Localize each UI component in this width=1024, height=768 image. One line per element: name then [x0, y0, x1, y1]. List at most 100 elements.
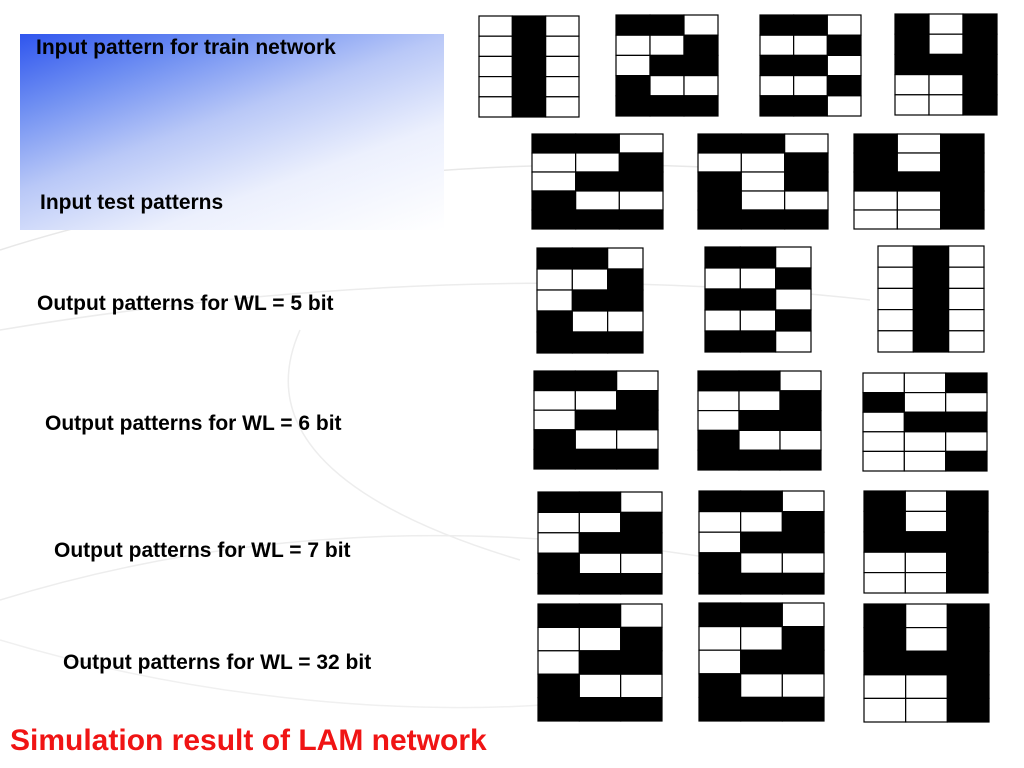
pattern-cell	[531, 152, 577, 173]
pattern-cell	[698, 602, 742, 628]
pattern-cell	[905, 627, 948, 652]
pattern-cell	[948, 287, 985, 311]
pattern-cell	[928, 94, 964, 116]
pattern-cell	[536, 310, 573, 333]
pattern-cell	[894, 73, 930, 96]
pattern-cell	[704, 288, 741, 311]
pattern-cell	[946, 531, 989, 553]
pattern-cell	[618, 209, 664, 230]
pattern-cell	[739, 267, 777, 290]
pattern-cell	[912, 308, 950, 332]
pattern-cell	[574, 429, 618, 450]
pattern-cell	[738, 429, 781, 451]
pattern-cell	[607, 331, 644, 354]
pattern-cell	[698, 649, 742, 675]
pattern-cell	[863, 697, 907, 723]
pattern-cell	[759, 14, 795, 36]
pattern-cell	[578, 650, 622, 675]
pattern-cell	[862, 431, 905, 452]
pattern-cell	[697, 429, 740, 451]
pattern-cell	[571, 310, 609, 333]
pattern-cell	[545, 35, 580, 58]
pattern-cell	[784, 152, 829, 173]
pattern-cell	[781, 626, 825, 651]
pattern-cell	[607, 268, 644, 291]
pattern-cell	[784, 133, 829, 154]
pattern-wl6-3	[862, 372, 988, 472]
pattern-cell	[536, 289, 573, 312]
pattern-cell	[781, 673, 825, 699]
pattern-cell	[607, 310, 644, 333]
pattern-cell	[759, 34, 795, 57]
pattern-cell	[903, 411, 947, 433]
pattern-cell	[511, 55, 547, 78]
pattern-cell	[784, 190, 829, 211]
pattern-cell	[537, 532, 580, 554]
pattern-cell	[578, 552, 622, 575]
pattern-cell	[877, 245, 914, 268]
pattern-cell	[698, 626, 742, 651]
pattern-cell	[620, 532, 663, 554]
pattern-cell	[853, 152, 898, 173]
pattern-cell	[948, 330, 985, 353]
pattern-cell	[894, 94, 930, 116]
pattern-cell	[759, 54, 795, 77]
pattern-cell	[793, 34, 828, 57]
pattern-wl6-1	[533, 370, 659, 470]
label-test-patterns: Input test patterns	[40, 191, 224, 214]
pattern-cell	[574, 409, 618, 431]
pattern-cell	[571, 268, 609, 291]
pattern-cell	[896, 171, 942, 192]
pattern-cell	[862, 411, 905, 433]
pattern-cell	[740, 696, 783, 722]
pattern-cell	[894, 13, 930, 35]
pattern-cell	[946, 571, 989, 594]
pattern-cell	[511, 75, 547, 98]
pattern-cell	[863, 531, 906, 553]
pattern-cell	[478, 75, 513, 98]
pattern-cell	[607, 247, 644, 270]
pattern-cell	[793, 54, 828, 77]
pattern-cell	[649, 14, 685, 36]
pattern-cell	[781, 490, 825, 513]
pattern-cell	[740, 190, 786, 211]
pattern-cell	[904, 490, 948, 512]
pattern-cell	[962, 13, 998, 35]
pattern-cell	[698, 696, 742, 722]
pattern-cell	[478, 96, 513, 118]
pattern-cell	[877, 287, 914, 311]
slide-caption: Simulation result of LAM network	[10, 724, 487, 757]
label-output-wl6: Output patterns for WL = 6 bit	[45, 412, 342, 435]
pattern-cell	[863, 650, 907, 676]
pattern-cell	[759, 74, 795, 97]
pattern-cell	[618, 171, 664, 192]
pattern-cell	[683, 95, 719, 117]
pattern-cell	[905, 674, 948, 700]
pattern-wl5-3	[877, 245, 985, 353]
pattern-cell	[578, 603, 622, 628]
pattern-cell	[894, 33, 930, 56]
pattern-cell	[537, 511, 580, 534]
pattern-cell	[537, 696, 580, 722]
pattern-cell	[704, 330, 741, 353]
pattern-cell	[946, 674, 990, 700]
pattern-cell	[826, 54, 862, 77]
pattern-cell	[962, 33, 998, 56]
pattern-cell	[793, 74, 828, 97]
pattern-cell	[616, 390, 659, 411]
pattern-cell	[511, 15, 547, 37]
pattern-cell	[739, 330, 777, 353]
pattern-cell	[511, 96, 547, 118]
pattern-cell	[896, 152, 942, 173]
pattern-cell	[826, 95, 862, 117]
pattern-cell	[896, 133, 942, 154]
pattern-cell	[962, 53, 998, 76]
pattern-cell	[946, 490, 989, 512]
label-output-wl5: Output patterns for WL = 5 bit	[37, 292, 334, 315]
pattern-cell	[826, 14, 862, 36]
pattern-cell	[478, 15, 513, 37]
pattern-cell	[781, 572, 825, 595]
pattern-cell	[863, 551, 906, 574]
pattern-train-2	[615, 14, 719, 117]
pattern-cell	[740, 602, 783, 628]
